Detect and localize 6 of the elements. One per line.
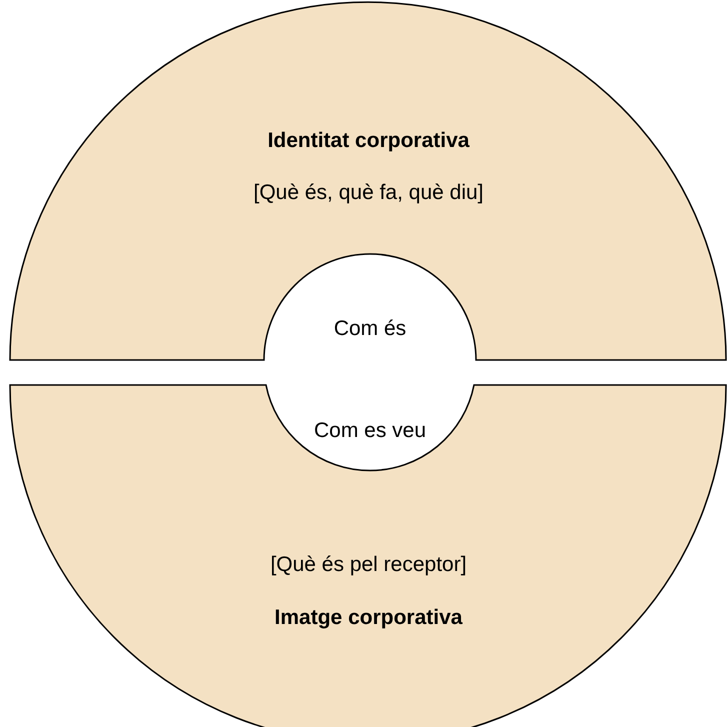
section-subtitle: [Què és pel receptor]: [269, 553, 468, 577]
center-label: Com es veu: [312, 419, 428, 443]
section-heading: Imatge corporativa: [274, 606, 464, 630]
center-label: Com és: [332, 317, 408, 341]
section-heading: Identitat corporativa: [266, 129, 470, 153]
section-subtitle: [Què és, què fa, què diu]: [252, 181, 484, 205]
